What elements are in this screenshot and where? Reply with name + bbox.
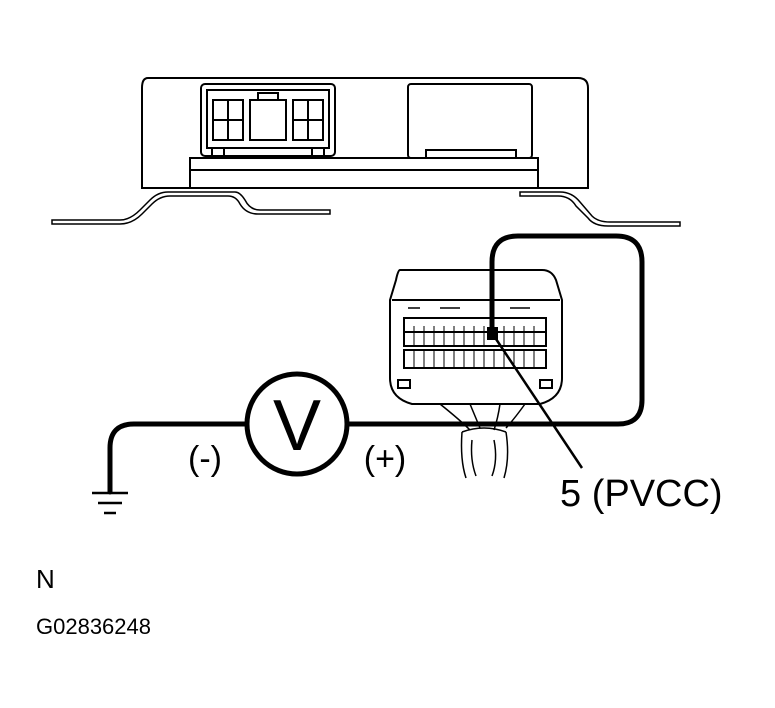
voltmeter: V <box>244 371 350 477</box>
harness-connector <box>389 269 563 405</box>
callout-leader <box>492 335 584 469</box>
wire-harness <box>439 403 526 479</box>
ground-lead <box>107 421 251 495</box>
positive-lead-label: (+) <box>364 440 407 478</box>
voltmeter-circle <box>244 371 350 477</box>
terminal-callout-label: 5 (PVCC) <box>560 473 723 515</box>
test-lead-circuit <box>107 233 645 495</box>
terminal-5-pin <box>487 327 498 340</box>
positive-lead <box>345 233 645 427</box>
negative-lead-label: (-) <box>188 440 222 478</box>
mounting-bracket-left <box>51 191 331 225</box>
voltmeter-symbol: V <box>273 386 321 466</box>
ground-icon <box>92 491 128 515</box>
ecu-unit <box>51 77 681 227</box>
mounting-bracket-right <box>519 191 681 227</box>
orientation-mark: N <box>36 564 55 594</box>
figure-id: G02836248 <box>36 614 151 639</box>
ecu-cover <box>407 83 533 159</box>
ecu-socket <box>200 83 336 157</box>
